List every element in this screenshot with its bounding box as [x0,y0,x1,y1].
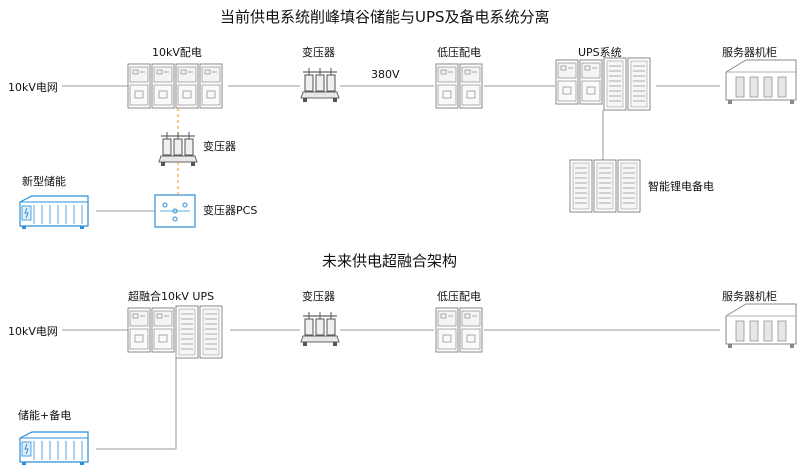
top-storage-container [19,195,89,230]
bottom-server-room [725,303,797,349]
bottom-storage-label: 储能+备电 [18,409,72,422]
aux-transformer [158,131,198,167]
bottom-grid-label: 10kV电网 [8,325,58,338]
top-transformer [300,67,340,103]
top-title: 当前供电系统削峰填谷储能与UPS及备电系统分离 [220,8,550,26]
bottom-title: 未来供电超融合架构 [322,252,458,270]
hyper-ups-label: 超融合10kV UPS [128,290,215,303]
top-server-label: 服务器机柜 [722,46,777,59]
pcs-unit [154,194,196,228]
top-lv-distribution [435,63,483,109]
bottom-lv-label: 低压配电 [437,290,481,303]
voltage-label: 380V [371,68,400,81]
bottom-transformer [300,311,340,347]
ups-system [555,57,651,111]
bottom-lv-distribution [435,307,483,353]
battery-backup-label: 智能锂电备电 [648,180,714,193]
top-transformer-label: 变压器 [302,46,335,59]
pcs-label: 变压器PCS [203,204,258,217]
top-ups-label: UPS系统 [578,46,622,59]
aux-transformer-label: 变压器 [203,140,236,153]
top-switchgear-label: 10kV配电 [152,46,202,59]
top-switchgear [127,63,223,109]
hyper-converged-ups [127,305,223,359]
top-lv-label: 低压配电 [437,46,481,59]
ups-to-storage-line [96,352,177,450]
bottom-storage-container [19,431,89,466]
bottom-server-label: 服务器机柜 [722,290,777,303]
bottom-transformer-label: 变压器 [302,290,335,303]
battery-backup [569,159,641,213]
top-grid-label: 10kV电网 [8,81,58,94]
top-storage-label: 新型储能 [22,175,66,188]
top-server-room [725,59,797,105]
